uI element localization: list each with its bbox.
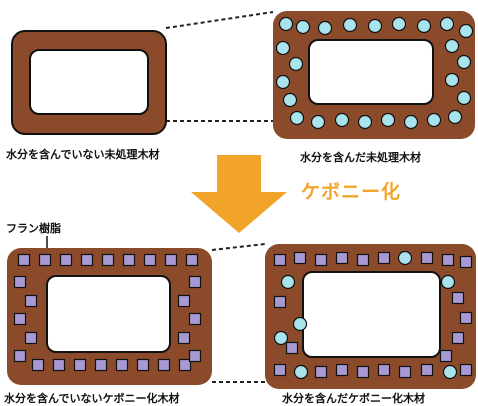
resin-block-icon — [356, 253, 370, 267]
water-molecule-icon — [275, 40, 291, 56]
label-wet-untreated: 水分を含んだ未処理木材 — [300, 151, 421, 164]
resin-block-icon — [143, 253, 157, 267]
resin-block-icon — [52, 358, 66, 372]
resin-block-icon — [377, 251, 391, 265]
water-molecule-icon — [357, 114, 373, 130]
resin-block-icon — [59, 253, 73, 267]
resin-block-icon — [377, 363, 391, 377]
resin-block-icon — [115, 358, 129, 372]
resin-block-icon — [451, 331, 465, 345]
resin-block-icon — [122, 253, 136, 267]
water-molecule-icon — [456, 54, 472, 70]
resin-block-icon — [73, 358, 87, 372]
water-molecule-icon — [342, 17, 358, 33]
resin-block-icon — [420, 251, 434, 265]
connector-top-upper — [165, 11, 274, 29]
label-dry-untreated: 水分を含んでいない未処理木材 — [6, 148, 160, 161]
water-molecule-icon — [282, 92, 298, 108]
water-molecule-icon — [278, 16, 294, 32]
water-molecule-icon — [275, 74, 291, 90]
label-process: ケボニー化 — [301, 181, 402, 203]
wood-dry-kebonized — [7, 248, 212, 385]
connector-bottom-upper — [211, 243, 266, 251]
resin-block-icon — [178, 358, 192, 372]
resin-block-icon — [335, 251, 349, 265]
resin-block-icon — [420, 363, 434, 377]
resin-block-icon — [285, 341, 299, 355]
resin-block-icon — [293, 251, 307, 265]
resin-block-icon — [188, 349, 202, 363]
water-molecule-icon — [458, 23, 474, 39]
water-molecule-icon — [403, 114, 419, 130]
water-molecule-icon — [440, 274, 456, 290]
water-molecule-icon — [447, 109, 463, 125]
water-molecule-icon — [317, 20, 333, 36]
water-molecule-icon — [397, 250, 413, 266]
resin-block-icon — [13, 349, 27, 363]
resin-block-icon — [459, 363, 473, 377]
water-molecule-icon — [288, 56, 304, 72]
resin-block-icon — [273, 253, 287, 267]
wood-wet-kebonized — [265, 244, 476, 389]
water-molecule-icon — [456, 90, 472, 106]
water-molecule-icon — [380, 112, 396, 128]
water-molecule-icon — [416, 18, 432, 34]
resin-block-icon — [188, 275, 202, 289]
label-dry-kebonized: 水分を含んでいないケボニー化木材 — [4, 392, 180, 405]
resin-block-icon — [164, 253, 178, 267]
resin-block-icon — [459, 255, 473, 269]
water-molecule-icon — [292, 316, 308, 332]
resin-block-icon — [136, 358, 150, 372]
water-molecule-icon — [367, 18, 383, 34]
water-molecule-icon — [334, 112, 350, 128]
wood-dry-untreated — [11, 30, 167, 135]
resin-block-icon — [177, 294, 191, 308]
resin-block-icon — [335, 363, 349, 377]
resin-block-icon — [451, 291, 465, 305]
resin-block-icon — [80, 253, 94, 267]
resin-block-icon — [13, 275, 27, 289]
resin-block-icon — [439, 349, 453, 363]
water-molecule-icon — [439, 16, 455, 32]
resin-block-icon — [398, 365, 412, 379]
resin-block-icon — [459, 311, 473, 325]
resin-block-icon — [273, 363, 287, 377]
water-molecule-icon — [295, 19, 311, 35]
resin-block-icon — [314, 253, 328, 267]
water-molecule-icon — [442, 364, 458, 380]
resin-block-icon — [273, 295, 287, 309]
resin-block-icon — [24, 331, 38, 345]
label-resin-callout: フラン樹脂 — [6, 222, 61, 235]
process-arrow-icon — [191, 155, 287, 233]
resin-block-icon — [101, 253, 115, 267]
resin-block-icon — [94, 358, 108, 372]
water-molecule-icon — [273, 330, 289, 346]
water-molecule-icon — [426, 112, 442, 128]
resin-block-icon — [314, 365, 328, 379]
resin-block-icon — [441, 253, 455, 267]
water-molecule-icon — [289, 110, 305, 126]
wood-wet-untreated — [273, 11, 475, 139]
resin-block-icon — [177, 331, 191, 345]
water-molecule-icon — [391, 16, 407, 32]
resin-block-icon — [31, 358, 45, 372]
resin-block-icon — [13, 312, 27, 326]
resin-block-icon — [157, 358, 171, 372]
resin-block-icon — [17, 253, 31, 267]
water-molecule-icon — [444, 72, 460, 88]
water-molecule-icon — [293, 364, 309, 380]
label-wet-kebonized: 水分を含んだケボニー化木材 — [282, 392, 425, 405]
resin-block-icon — [356, 365, 370, 379]
resin-block-icon — [185, 253, 199, 267]
water-molecule-icon — [280, 274, 296, 290]
water-molecule-icon — [444, 38, 460, 54]
water-molecule-icon — [310, 114, 326, 130]
resin-block-icon — [188, 312, 202, 326]
resin-block-icon — [38, 253, 52, 267]
resin-block-icon — [24, 294, 38, 308]
